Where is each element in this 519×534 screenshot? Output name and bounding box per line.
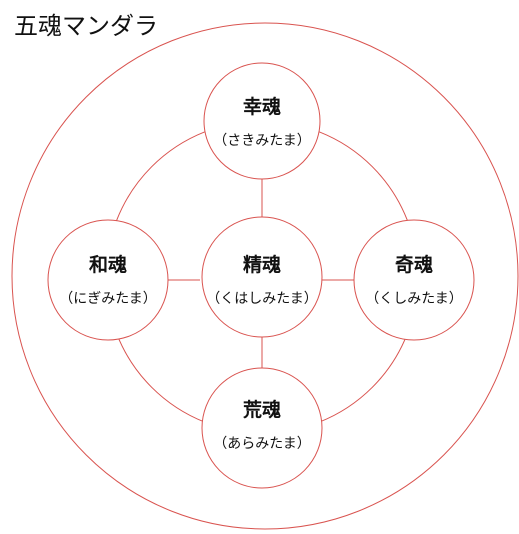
node-nigimitama: 和魂 （にぎみたま） [47, 219, 169, 341]
node-circle [201, 216, 323, 338]
node-kuhashimitama: 精魂 （くはしみたま） [201, 216, 323, 338]
diagram-title: 五魂マンダラ [14, 12, 158, 40]
node-circle [203, 62, 321, 180]
node-aramitama: 荒魂 （あらみたま） [201, 367, 323, 489]
node-reading: （にぎみたま） [59, 291, 157, 307]
node-reading: （くしみたま） [365, 291, 463, 307]
node-name: 和魂 [89, 253, 127, 276]
node-name: 精魂 [243, 253, 281, 276]
node-name: 奇魂 [395, 253, 433, 276]
node-circle [201, 367, 323, 489]
node-reading: （くはしみたま） [206, 291, 318, 307]
node-name: 幸魂 [243, 95, 281, 118]
node-name: 荒魂 [243, 398, 281, 421]
node-reading: （さきみたま） [213, 133, 311, 149]
node-sakimitama: 幸魂 （さきみたま） [203, 62, 321, 180]
node-kushimitama: 奇魂 （くしみたま） [353, 219, 475, 341]
outer-circle [11, 22, 519, 530]
node-reading: （あらみたま） [213, 436, 311, 452]
node-circle [47, 219, 169, 341]
node-circle [353, 219, 475, 341]
